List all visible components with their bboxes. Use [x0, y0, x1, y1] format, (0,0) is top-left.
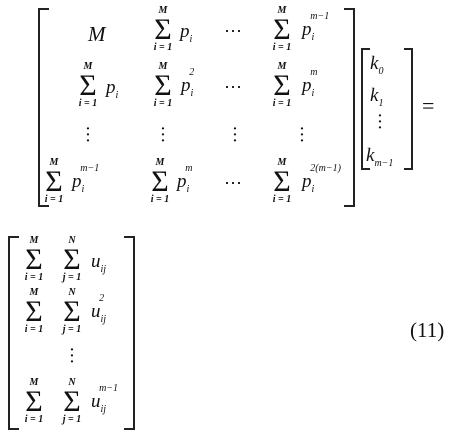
p-i-squared: pi2	[181, 66, 195, 99]
horizontal-ellipsis: ⋯	[224, 77, 243, 97]
k-m-1: km−1	[366, 145, 394, 169]
vector-k-right-bracket	[404, 48, 413, 170]
vector-k-left-bracket	[361, 48, 370, 170]
matrix-left-bracket	[38, 8, 49, 207]
rhs-left-bracket	[8, 236, 19, 430]
k-0: k0	[370, 53, 384, 77]
rhs-right-bracket	[124, 236, 135, 430]
vertical-ellipsis: ···	[377, 109, 383, 136]
horizontal-ellipsis: ⋯	[224, 21, 243, 41]
p-i-power: pim−1	[302, 10, 330, 43]
p-i: pi	[106, 77, 119, 101]
vertical-ellipsis: ···	[160, 122, 166, 149]
vertical-ellipsis: ···	[299, 122, 305, 149]
k-1: k1	[370, 85, 384, 109]
p-i-power-2m: pi2(m−1)	[302, 162, 341, 195]
equals-sign: =	[422, 93, 435, 118]
vertical-ellipsis: ···	[232, 122, 238, 149]
u-ij: uij	[91, 251, 107, 275]
matrix-entry-M: M	[88, 22, 106, 46]
u-ij-squared: uij2	[91, 292, 107, 325]
p-i-power-m: pim	[302, 66, 318, 99]
matrix-right-bracket	[344, 8, 355, 207]
u-ij-power: uijm−1	[91, 382, 119, 415]
equation-number: (11)	[410, 318, 445, 342]
p-i-power-m: pim	[177, 162, 193, 195]
vertical-ellipsis: ···	[69, 343, 75, 370]
p-i-power: pim−1	[72, 162, 100, 195]
vertical-ellipsis: ···	[85, 122, 91, 149]
p-i: pi	[180, 21, 193, 45]
horizontal-ellipsis: ⋯	[224, 173, 243, 193]
